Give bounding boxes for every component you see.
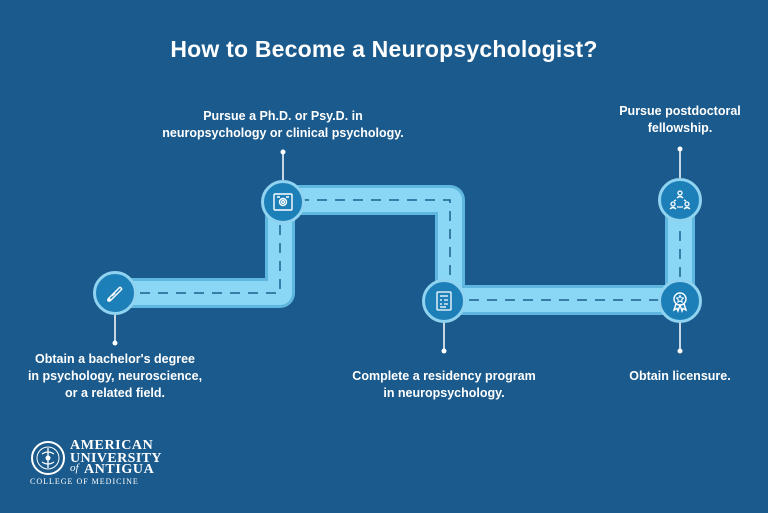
step-3-line-2: in neuropsychology. — [383, 386, 505, 400]
logo-college-of-medicine: COLLEGE OF MEDICINE — [30, 477, 139, 486]
step-4-text: Obtain licensure. — [600, 368, 760, 385]
logo-antigua: ANTIGUA — [84, 462, 155, 477]
connector-lines — [114, 150, 681, 350]
step-5-line-2: fellowship. — [647, 121, 713, 135]
step-5-line-1: Pursue postdoctoral — [619, 104, 741, 118]
step-4-line-1: Obtain licensure. — [629, 369, 731, 383]
step-2-line-1: Pursue a Ph.D. or Psy.D. in — [203, 109, 363, 123]
page-title: How to Become a Neuropsychologist? — [170, 36, 598, 62]
step-1-line-2: in psychology, neuroscience, — [27, 369, 203, 383]
step-1-line-1: Obtain a bachelor's degree — [35, 352, 195, 366]
logo-of: of — [70, 462, 79, 474]
team-network-icon — [658, 178, 702, 222]
logo-university: UNIVERSITY — [70, 451, 162, 466]
step-2-text: Pursue a Ph.D. or Psy.D. in neuropsychol… — [148, 108, 418, 142]
diploma-scroll-icon — [93, 271, 137, 315]
step-1-line-3: or a related field. — [64, 386, 166, 400]
step-3-line-1: Complete a residency program — [352, 369, 536, 383]
auamedicine-logo: AMERICAN UNIVERSITY of ANTIGUA COLLEGE O… — [30, 438, 200, 486]
logo-american: AMERICAN — [70, 438, 154, 453]
step-5-text: Pursue postdoctoral fellowship. — [600, 103, 760, 137]
exam-clipboard-icon — [422, 279, 466, 323]
college-seal-icon — [31, 441, 65, 475]
award-badge-icon — [658, 279, 702, 323]
step-3-text: Complete a residency program in neuropsy… — [334, 368, 554, 402]
certificate-icon — [261, 180, 305, 224]
connector-dots — [112, 146, 683, 354]
step-1-text: Obtain a bachelor's degree in psychology… — [10, 351, 220, 402]
step-2-line-2: neuropsychology or clinical psychology. — [162, 126, 404, 140]
